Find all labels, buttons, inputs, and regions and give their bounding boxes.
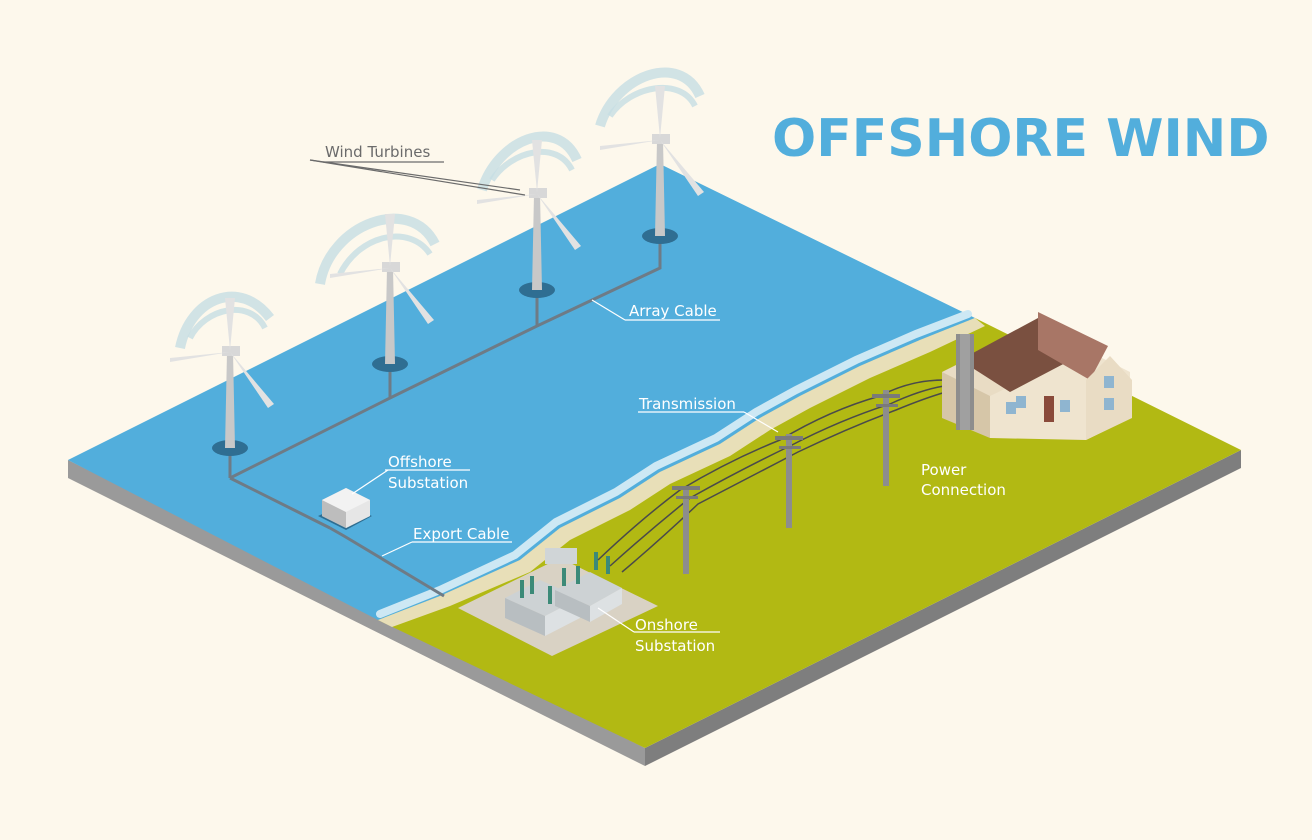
label-onshore-substation-line2: Substation — [635, 637, 715, 655]
leader-wind-turbines-underline — [309, 159, 521, 191]
leader-offshore-substation — [351, 469, 389, 495]
transmission-pole — [872, 390, 900, 486]
offshore-substation — [318, 488, 372, 530]
transmission-pole — [672, 486, 700, 574]
label-wind-turbines: Wind Turbines — [325, 143, 430, 161]
label-transmission: Transmission — [638, 395, 736, 413]
wind-turbine — [595, 67, 705, 244]
label-onshore-substation-line1: Onshore — [635, 616, 698, 634]
shoreline-foam — [378, 318, 985, 627]
leader-export-cable — [381, 541, 413, 557]
leader-array-cable — [591, 299, 626, 321]
label-array-cable: Array Cable — [629, 302, 717, 320]
platform-base — [68, 450, 1241, 766]
label-offshore-substation-line1: Offshore — [388, 453, 452, 471]
leader-wind-turbines — [309, 159, 526, 196]
leader-lines — [309, 159, 779, 633]
transmission-pole — [775, 434, 803, 528]
house — [942, 312, 1132, 440]
label-offshore-substation-line2: Substation — [388, 474, 468, 492]
label-power-connection-line1: Power — [921, 461, 967, 479]
sea-area — [68, 164, 975, 620]
wind-turbine — [315, 213, 440, 372]
platform-right-side — [645, 450, 1241, 766]
wind-turbine — [477, 131, 582, 298]
leader-onshore-substation — [597, 607, 635, 633]
leader-transmission — [743, 411, 779, 433]
label-export-cable: Export Cable — [413, 525, 509, 543]
onshore-substation — [458, 548, 658, 656]
shoreline-waves — [376, 310, 972, 618]
label-power-connection-line2: Connection — [921, 481, 1006, 499]
diagram-title: OFFSHORE WIND — [772, 109, 1269, 169]
wind-turbine — [170, 291, 274, 456]
platform-left-side — [68, 460, 645, 766]
export-cable — [329, 526, 445, 598]
